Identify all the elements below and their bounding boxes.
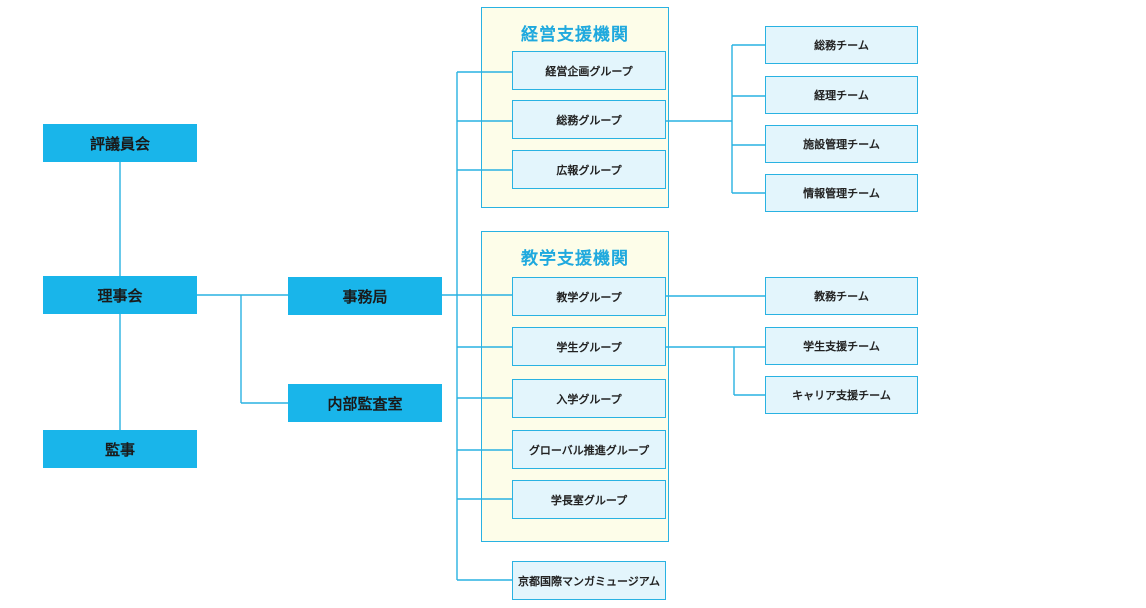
museum-box: 京都国際マンガミュージアム [512,561,666,600]
group-box: グローバル推進グループ [512,430,666,469]
board-box: 理事会 [43,276,197,314]
group-box: 入学グループ [512,379,666,418]
team-box: キャリア支援チーム [765,376,918,414]
group-box: 学長室グループ [512,480,666,519]
auditor-box: 監事 [43,430,197,468]
group-box: 広報グループ [512,150,666,189]
group-box: 経営企画グループ [512,51,666,90]
team-box: 学生支援チーム [765,327,918,365]
team-box: 教務チーム [765,277,918,315]
team-box: 情報管理チーム [765,174,918,212]
management-support-title: 経営支援機関 [521,25,629,45]
academic-support-title: 教学支援機関 [521,249,629,269]
group-box: 総務グループ [512,100,666,139]
group-box: 学生グループ [512,327,666,366]
council-box: 評議員会 [43,124,197,162]
group-box: 教学グループ [512,277,666,316]
team-box: 施設管理チーム [765,125,918,163]
secretariat-box: 事務局 [288,277,442,315]
internal-audit-box: 内部監査室 [288,384,442,422]
team-box: 総務チーム [765,26,918,64]
team-box: 経理チーム [765,76,918,114]
